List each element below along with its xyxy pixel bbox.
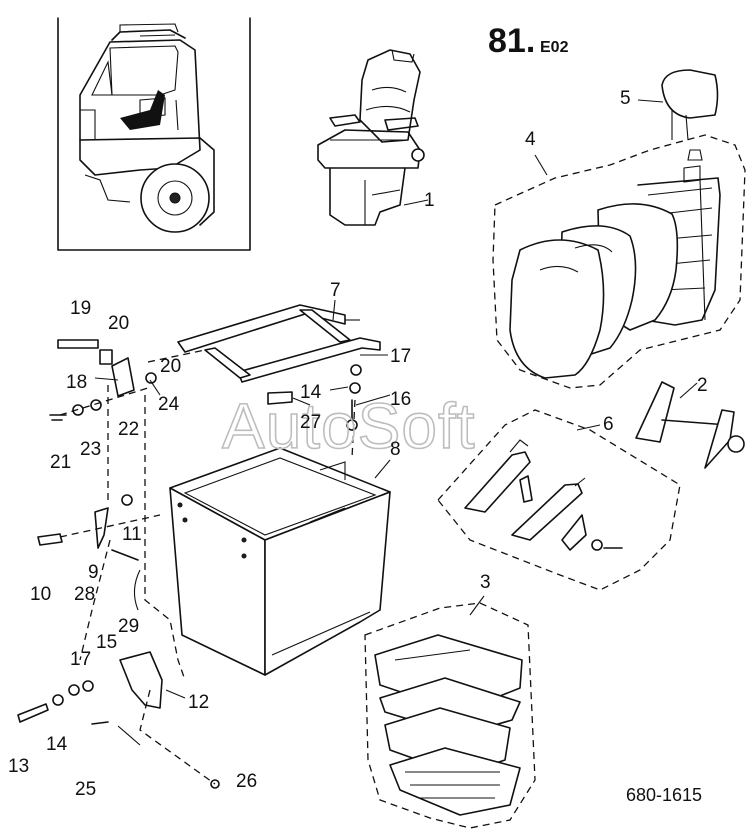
callout-18: 18 bbox=[66, 372, 87, 393]
callout-12: 12 bbox=[188, 692, 209, 713]
armrest-group bbox=[437, 409, 681, 591]
section-variant: E02 bbox=[540, 39, 569, 56]
hardware bbox=[17, 339, 362, 789]
callout-10: 10 bbox=[30, 584, 51, 605]
backrest-group bbox=[492, 69, 746, 389]
callout-24: 24 bbox=[158, 394, 180, 415]
seat-highlight bbox=[120, 90, 165, 130]
seat-cushion-group bbox=[364, 602, 536, 829]
section-number: 81. bbox=[488, 22, 535, 60]
callout-29: 29 bbox=[118, 616, 139, 637]
callout-28: 28 bbox=[74, 584, 95, 605]
callout-5: 5 bbox=[620, 88, 631, 109]
callout-8: 8 bbox=[390, 439, 401, 460]
callout-3: 3 bbox=[480, 572, 491, 593]
part-7-frame bbox=[177, 304, 381, 383]
callout-13: 13 bbox=[8, 756, 29, 777]
callout-21: 21 bbox=[50, 452, 71, 473]
seat-assembly bbox=[317, 49, 425, 226]
callout-7: 7 bbox=[330, 280, 341, 301]
document-number: 680-1615 bbox=[626, 785, 702, 805]
callout-2: 2 bbox=[697, 375, 708, 396]
callout-1: 1 bbox=[424, 190, 435, 211]
callout-11: 11 bbox=[122, 524, 142, 545]
callout-20-lower: 20 bbox=[160, 356, 181, 377]
callout-23: 23 bbox=[80, 439, 101, 460]
callout-22: 22 bbox=[118, 419, 139, 440]
guide-lines bbox=[59, 349, 356, 785]
callout-14-lower: 14 bbox=[46, 734, 68, 755]
callout-17-upper: 17 bbox=[390, 346, 411, 367]
leader-lines bbox=[94, 99, 698, 699]
callout-19: 19 bbox=[70, 298, 91, 319]
callout-17-lower: 17 bbox=[70, 649, 91, 670]
part-2-bracket bbox=[635, 381, 745, 469]
callout-25: 25 bbox=[75, 779, 96, 800]
callout-9: 9 bbox=[88, 562, 99, 583]
callout-15: 15 bbox=[96, 632, 117, 653]
callout-20-upper: 20 bbox=[108, 313, 129, 334]
callout-16: 16 bbox=[390, 389, 411, 410]
callout-14-upper: 14 bbox=[300, 382, 322, 403]
callout-26: 26 bbox=[236, 771, 257, 792]
callout-labels: 1 2 3 4 5 6 7 8 9 10 11 12 13 14 14 15 1… bbox=[8, 88, 708, 800]
part-8-box bbox=[169, 447, 391, 676]
truck-cab-illustration bbox=[79, 23, 215, 233]
callout-27: 27 bbox=[300, 412, 321, 433]
watermark: AutoSoft bbox=[222, 390, 476, 462]
callout-6: 6 bbox=[603, 414, 614, 435]
callout-4: 4 bbox=[525, 129, 536, 150]
cab-inset bbox=[57, 17, 251, 251]
